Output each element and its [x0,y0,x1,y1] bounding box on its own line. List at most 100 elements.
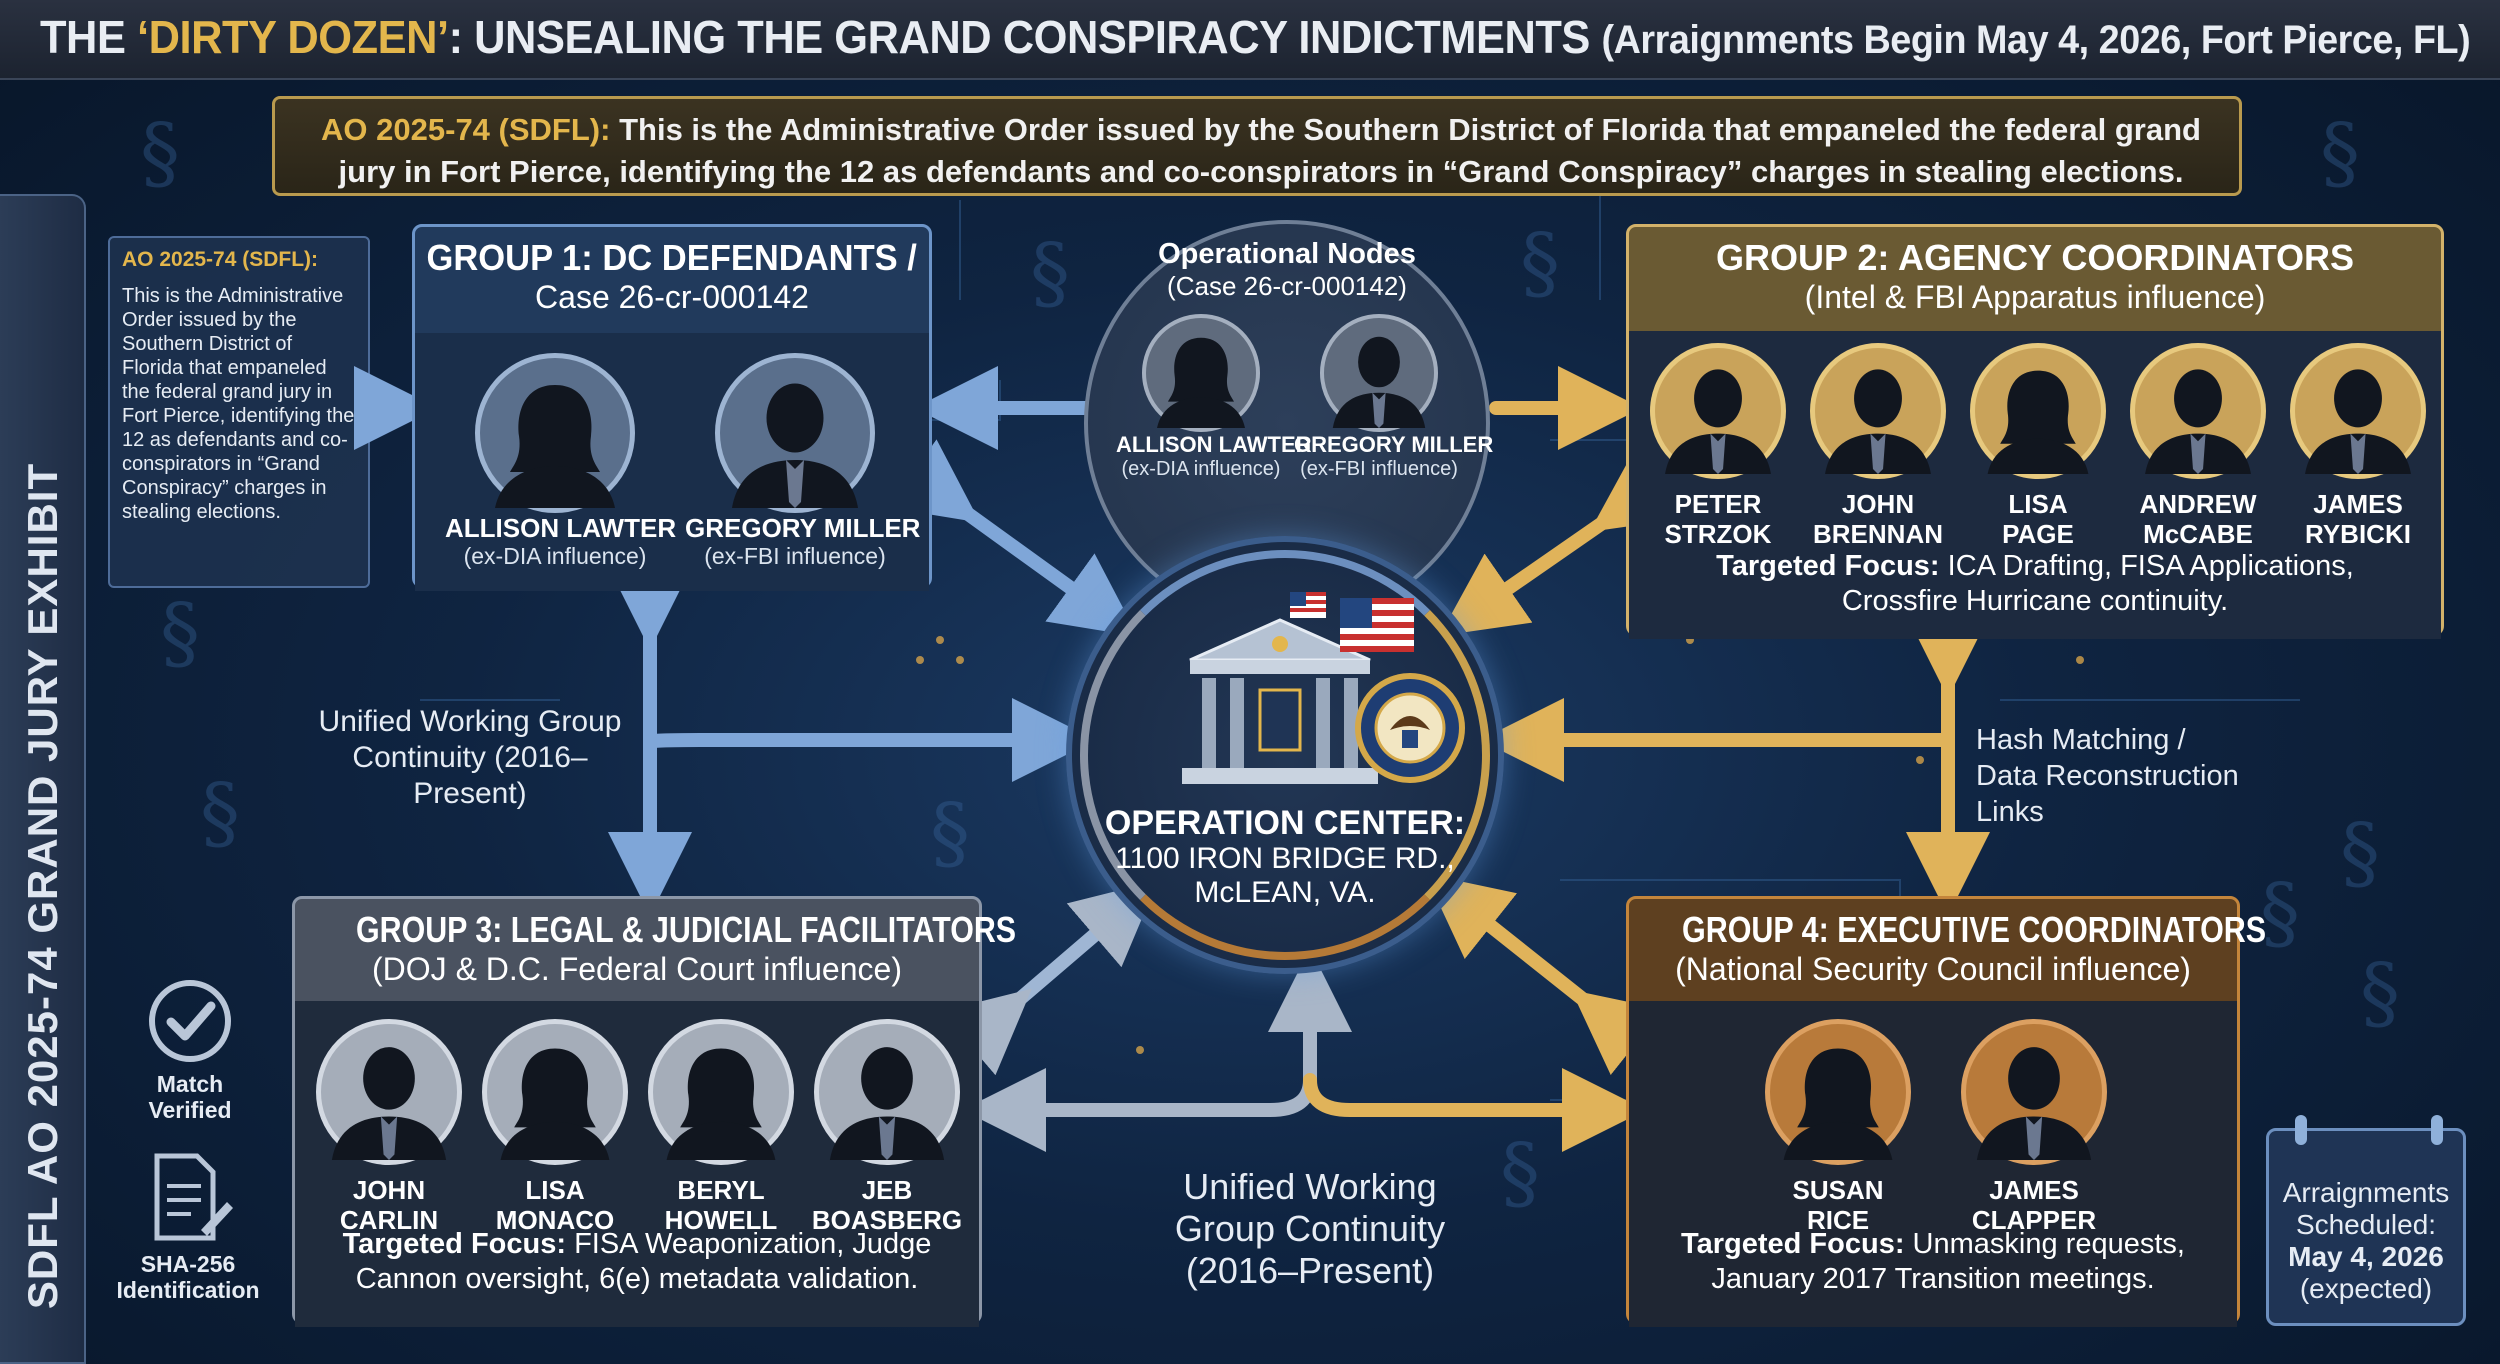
male-silhouette-icon [1961,1019,2107,1165]
svg-text:§: § [200,766,240,859]
sha-256-badge: SHA-256 Identification [108,1150,268,1303]
ao-banner-text: AO 2025-74 (SDFL): This is the Administr… [301,109,2221,193]
group-3-title: GROUP 3: LEGAL & JUDICIAL FACILITATORS [356,909,1017,950]
arrow-g2-to-center [1439,449,1683,636]
svg-text:§: § [160,586,200,679]
male-silhouette-icon [2130,343,2266,479]
person-last-name: CARLIN [339,1205,439,1235]
document-pen-icon [154,1153,233,1241]
male-silhouette-icon [316,1019,462,1165]
person-card: ALLISON LAWTER (ex-DIA influence) [445,353,677,569]
male-silhouette-icon [1810,343,1946,479]
person-role: (ex-DIA influence) [1121,458,1281,480]
person-last-name: RYBICKI [2305,519,2411,549]
person-first-name: JEB [861,1175,913,1205]
arrow-g3-to-center [940,880,1158,1076]
person-name: ALLISON LAWTER [445,513,677,543]
person-card: ALLISON LAWTER (ex-DIA influence) [1116,314,1312,480]
title-bar: THE ‘DIRTY DOZEN’: UNSEALING THE GRAND C… [0,0,2500,80]
male-silhouette-icon [2290,343,2426,479]
ao-note-heading: AO 2025-74 (SDFL): [122,248,319,271]
group-3-subtitle: (DOJ & D.C. Federal Court influence) [372,951,902,987]
person-last-name: BRENNAN [1813,519,1943,549]
person-first-name: JOHN [1841,489,1915,519]
svg-text:§: § [1030,226,1070,319]
match-verified-label: Match Verified [148,1071,232,1123]
small-flag-icon [1290,592,1326,618]
title-rest: : UNSEALING THE GRAND CONSPIRACY INDICTM… [448,11,1591,63]
page-title: THE ‘DIRTY DOZEN’: UNSEALING THE GRAND C… [40,10,2471,64]
hash-matching-line-2: Data Reconstruction Links [1976,760,2239,828]
person-first-name: ANDREW [2139,489,2257,519]
svg-text:§: § [1500,1126,1540,1219]
arrow-g4-to-center [1425,873,1664,1076]
svg-text:§: § [140,106,180,199]
group-1-body: ALLISON LAWTER (ex-DIA influence) GREGOR… [415,333,929,591]
person-first-name: SUSAN [1792,1175,1884,1205]
svg-text:§: § [2360,946,2400,1039]
operation-center-text: OPERATION CENTER: 1100 IRON BRIDGE RD., … [1066,804,1504,910]
person-role: (ex-DIA influence) [463,543,647,569]
calendar-note: (expected) [2299,1273,2433,1304]
focus-line-2: Crossfire Hurricane continuity. [1841,585,2229,617]
person-first-name: JAMES [1989,1175,2079,1205]
title-highlight: ‘DIRTY DOZEN’ [137,11,449,63]
calendar-date: May 4, 2026 [2288,1241,2444,1272]
group-3-focus: Targeted Focus: FISA Weaponization, Judg… [295,1227,979,1297]
focus-label: Targeted Focus: [1716,550,1940,582]
person-last-name: RICE [1806,1205,1870,1235]
svg-text:§: § [1520,216,1560,309]
calendar-line-2: Scheduled: [2295,1209,2437,1240]
operational-nodes-header: Operational Nodes (Case 26-cr-000142) [1088,238,1486,302]
ao-banner-body: This is the Administrative Order issued … [338,112,2201,189]
arrow-bottom-left [962,1068,1317,1152]
person-name: ALLISON LAWTER [1116,432,1312,457]
side-banner: SDFL AO 2025-74 GRAND JURY EXHIBIT [0,194,86,1364]
male-silhouette-icon [1650,343,1786,479]
arrow-g1-to-center [887,439,1139,637]
title-prefix: THE [40,11,138,63]
focus-line-1: FISA Weaponization, Judge [574,1228,932,1260]
ao-banner: AO 2025-74 (SDFL): This is the Administr… [272,96,2242,196]
group-3-box: GROUP 3: LEGAL & JUDICIAL FACILITATORS (… [292,896,1016,1327]
male-silhouette-icon [814,1019,960,1165]
female-silhouette-icon [1142,314,1260,432]
sha-256-label: SHA-256 Identification [116,1251,260,1303]
svg-text:§: § [2260,866,2300,959]
unified-working-group-label: Unified Working Group Continuity (2016–P… [318,705,622,810]
group-2-focus: Targeted Focus: ICA Drafting, FISA Appli… [1629,549,2441,619]
focus-line-1: Unmasking requests, [1912,1228,2185,1260]
female-silhouette-icon [475,353,635,513]
arrow-bottom-right [1303,1068,1646,1152]
calendar-rings-icon [2295,1115,2443,1145]
person-first-name: JOHN [352,1175,426,1205]
svg-text:§: § [2320,106,2360,199]
match-verified-badge: Match Verified [130,976,250,1123]
person-card: GREGORY MILLER (ex-FBI influence) [685,353,921,569]
group-1-title: GROUP 1: DC DEFENDANTS / [426,237,918,278]
person-last-name: STRZOK [1664,519,1772,549]
person-name: GREGORY MILLER [685,513,921,543]
group-2-title: GROUP 2: AGENCY COORDINATORS [1715,237,2355,278]
arrow-left-branch [643,698,1096,782]
focus-line-1: ICA Drafting, FISA Applications, [1947,550,2354,582]
person-last-name: PAGE [2002,519,2074,549]
group-4-focus: Targeted Focus: Unmasking requests, Janu… [1629,1227,2237,1297]
group-4-header: GROUP 4: EXECUTIVE COORDINATORS (Nationa… [1629,909,2266,988]
male-silhouette-icon [1320,314,1438,432]
focus-line-2: January 2017 Transition meetings. [1711,1263,2155,1295]
person-name: GREGORY MILLER [1294,432,1494,457]
female-silhouette-icon [1765,1019,1911,1165]
person-first-name: JAMES [2313,489,2403,519]
operational-nodes-title: Operational Nodes [1158,238,1416,270]
group-4-box: GROUP 4: EXECUTIVE COORDINATORS (Nationa… [1626,896,2266,1327]
